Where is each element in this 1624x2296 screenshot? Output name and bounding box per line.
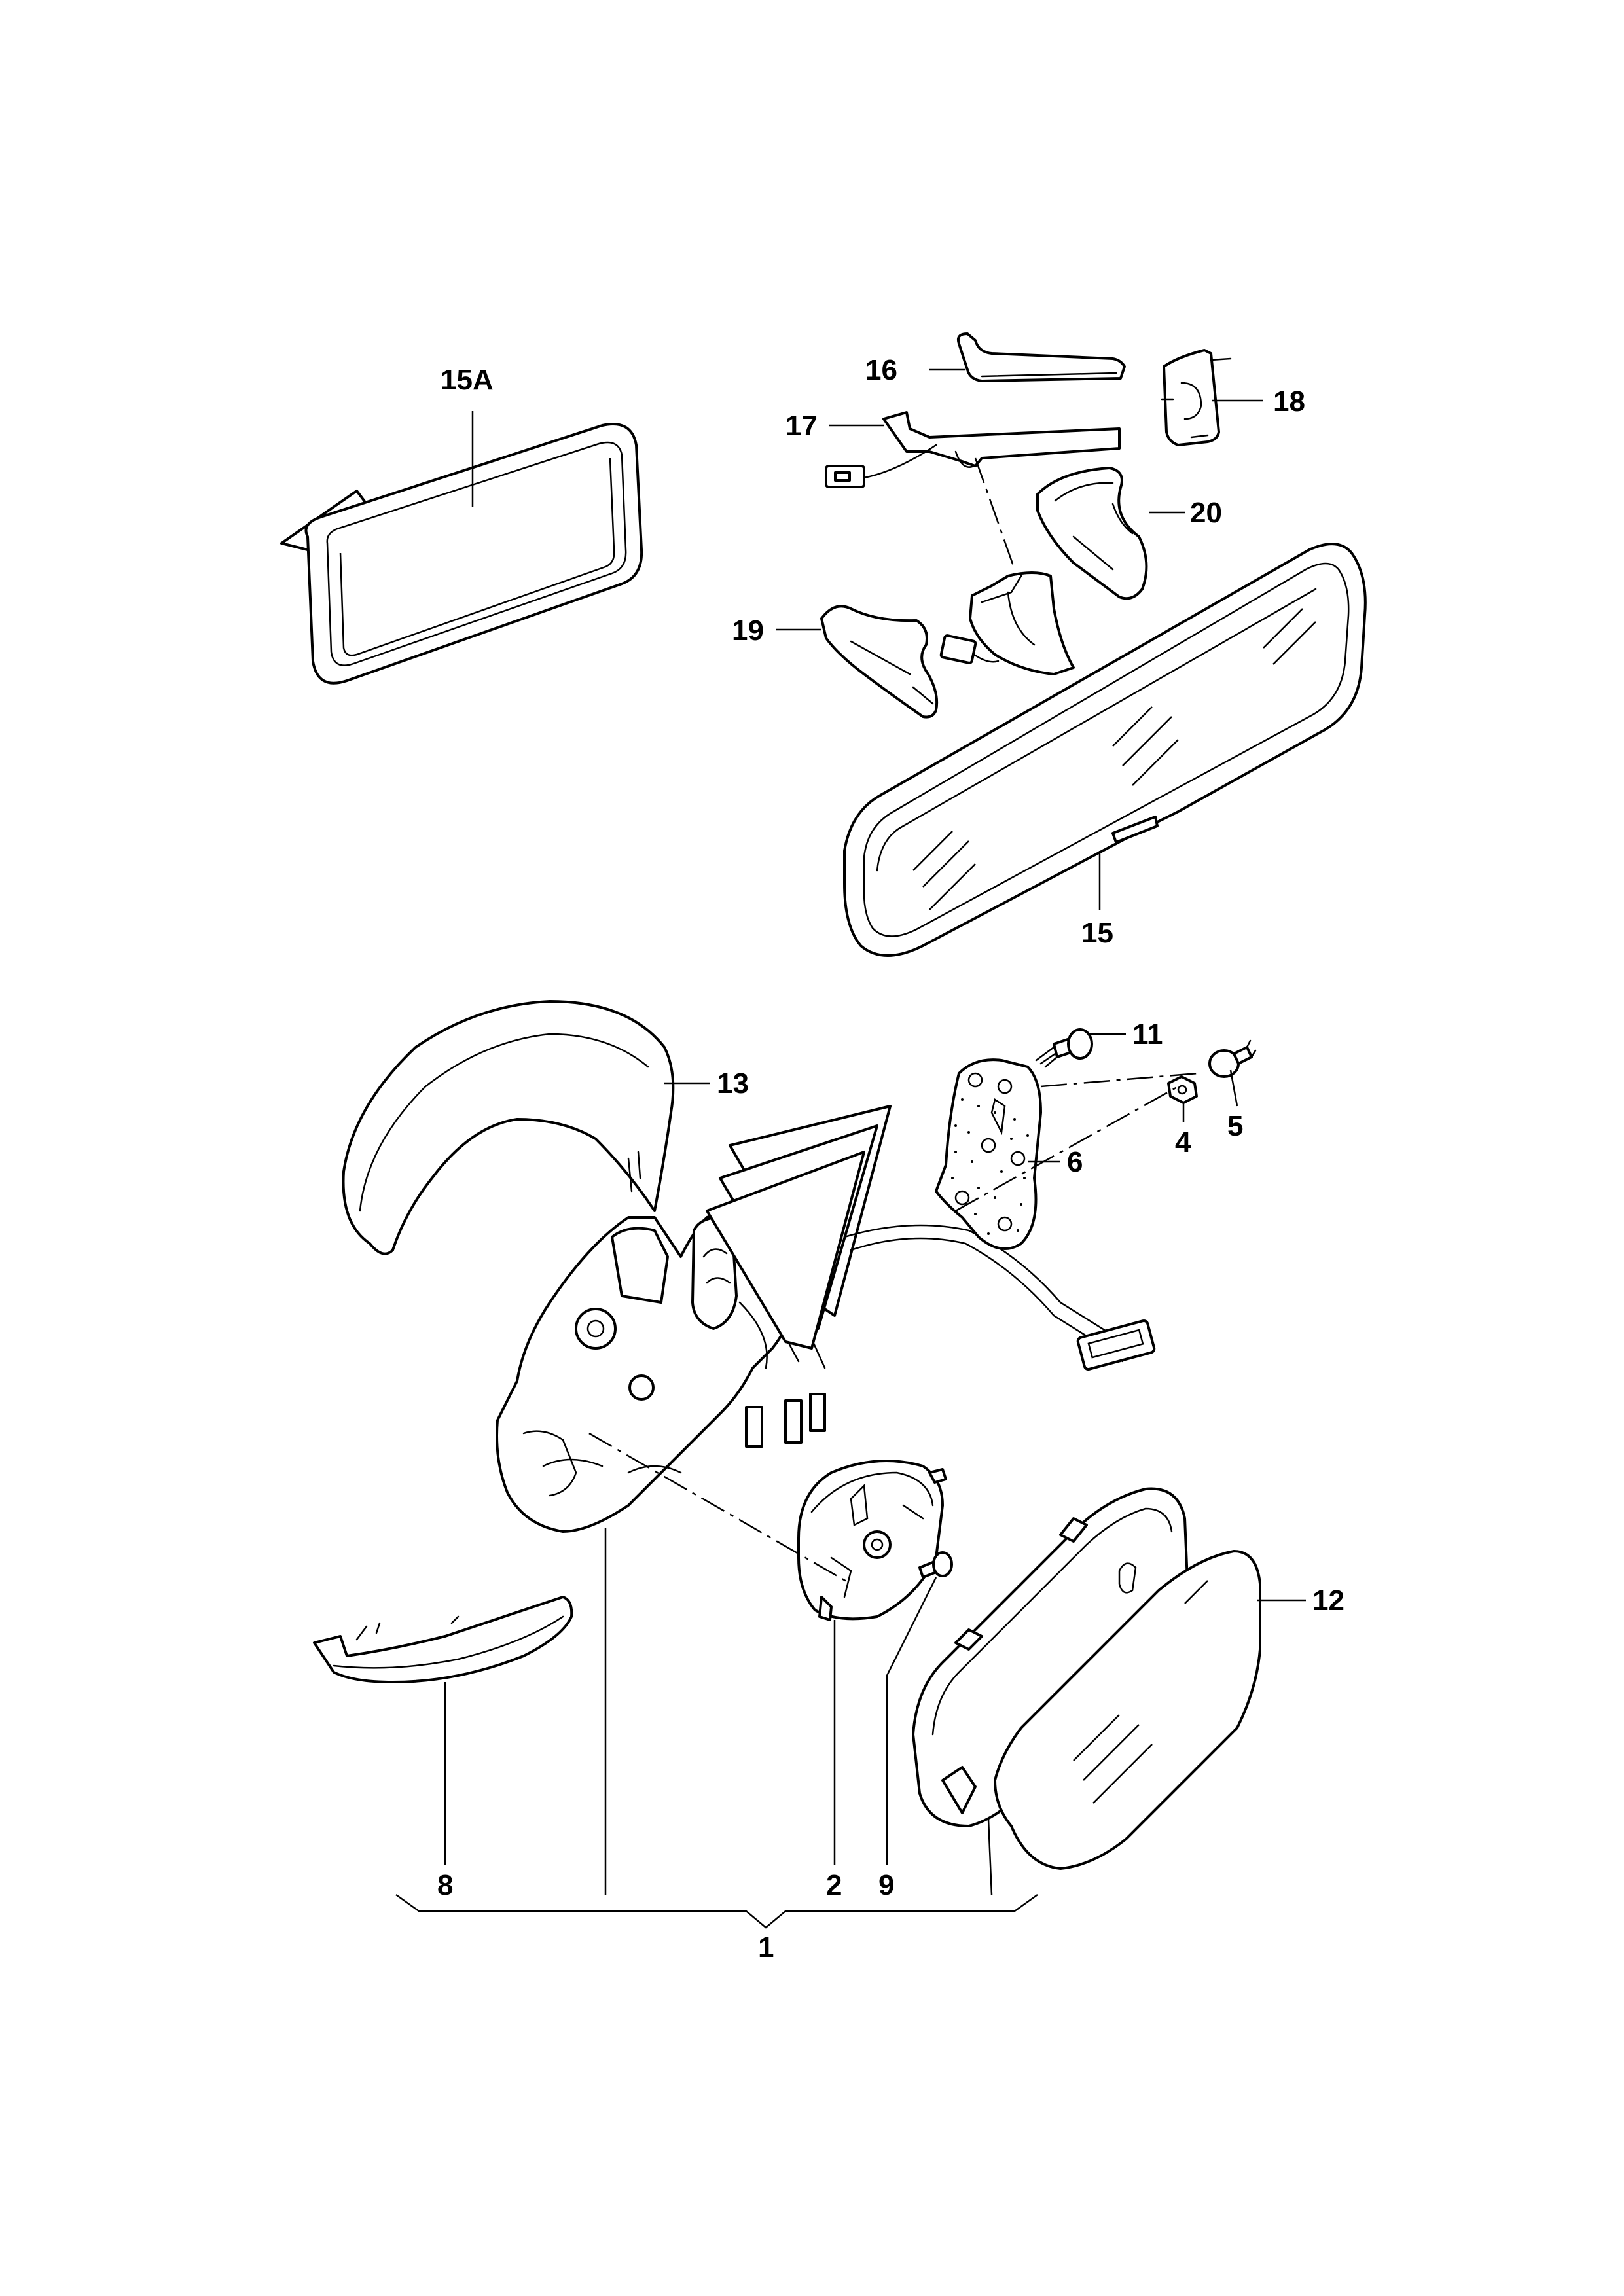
part-19-cover	[820, 605, 939, 719]
leader-lines	[395, 368, 1306, 1929]
part-5-screw	[1208, 1039, 1257, 1078]
callout-20: 20	[1190, 497, 1222, 529]
callout-4: 4	[1175, 1126, 1191, 1158]
callout-8: 8	[437, 1869, 453, 1901]
callout-2: 2	[826, 1869, 842, 1901]
callout-6: 6	[1067, 1146, 1083, 1178]
callout-15a: 15A	[441, 364, 494, 396]
callout-16: 16	[865, 354, 897, 386]
part-15a-small-mirror	[280, 423, 643, 685]
part-4-nut	[1167, 1075, 1198, 1104]
callout-labels: 15A 16 17 18 20 19 15 11 13 5 4 6 12 8 2…	[437, 354, 1344, 1964]
part-16-cover-strip	[956, 332, 1126, 382]
callout-5: 5	[1227, 1110, 1243, 1142]
callout-12: 12	[1312, 1585, 1344, 1617]
callout-1: 1	[758, 1931, 774, 1964]
callout-13: 13	[717, 1067, 749, 1100]
cable-harness	[843, 1224, 1156, 1371]
callout-15: 15	[1081, 917, 1113, 949]
callout-18: 18	[1273, 386, 1305, 418]
callout-9: 9	[878, 1869, 894, 1901]
part-20-cover	[1036, 467, 1148, 600]
gasket-plates	[706, 1105, 892, 1350]
callout-17: 17	[785, 410, 818, 442]
part-8-trim-strip	[313, 1596, 573, 1683]
part-2-motor-unit	[797, 1460, 947, 1621]
callout-19: 19	[732, 615, 764, 647]
mirror-glass-frame	[912, 1487, 1189, 1827]
part-9-screw	[918, 1551, 953, 1579]
part-11-screw	[1035, 1028, 1093, 1068]
part-13-mirror-cap	[342, 1000, 675, 1255]
mirror-housing	[496, 1210, 826, 1533]
mirror-mount-base	[939, 571, 1075, 675]
part-12-mirror-glass	[994, 1550, 1261, 1870]
callout-11: 11	[1132, 1018, 1163, 1050]
assembly-lines	[588, 457, 1199, 1585]
part-18-clip	[1161, 349, 1232, 446]
part-6-mounting-plate	[935, 1058, 1042, 1250]
part-17-bracket	[825, 411, 1121, 488]
part-15-large-mirror	[843, 543, 1367, 957]
